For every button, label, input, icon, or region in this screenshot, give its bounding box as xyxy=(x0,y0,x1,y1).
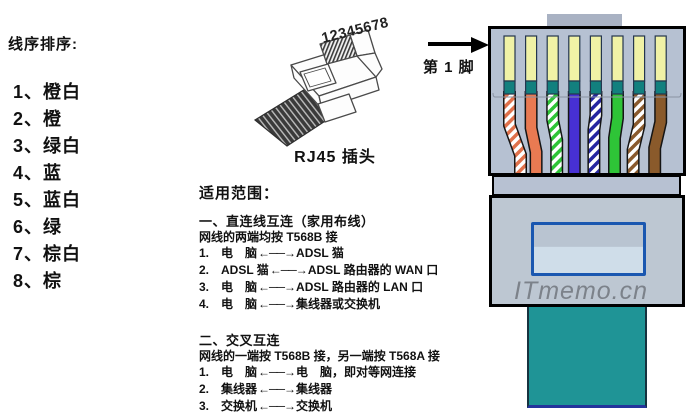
row-left: 电 脑 xyxy=(221,280,258,294)
wire-pin3 xyxy=(547,91,562,173)
pins-wires-svg xyxy=(492,35,682,173)
usage-row: 2. 集线器←──→集线器 xyxy=(199,381,479,398)
wire-order-panel: 1、橙白 2、橙 3、绿白 4、蓝 5、蓝白 6、绿 7、棕白 8、棕 xyxy=(13,79,81,295)
connector-collar xyxy=(492,175,681,196)
row-right: ADSL 猫 xyxy=(296,246,344,260)
usage-row: 4. 电 脑←──→集线器或交换机 xyxy=(199,296,479,313)
row-left: ADSL 猫 xyxy=(221,263,269,277)
usage-row: 1. 电 脑←──→ADSL 猫 xyxy=(199,245,479,262)
watermark: ITmemo.cn xyxy=(514,277,649,305)
wire-pin2 xyxy=(526,91,542,173)
usage-notes: 适用范围： 一、直连线互连（家用布线） 网线的两端均按 T568B 接 1. 电 … xyxy=(199,182,479,415)
row-num: 4. xyxy=(199,297,210,311)
usage-section-crossover: 二、交叉互连 网线的一端按 T568B 接，另一端按 T568A 接 1. 电 脑… xyxy=(199,333,479,415)
connector-window xyxy=(531,222,646,276)
usage-row: 3. 电 脑←──→ADSL 路由器的 LAN 口 xyxy=(199,279,479,296)
arrow-glyph: ←──→ xyxy=(258,382,296,396)
pin-contact xyxy=(568,80,581,95)
arrow-glyph: ←──→ xyxy=(258,280,296,294)
wire-pin8 xyxy=(649,91,666,173)
row-right: ADSL 路由器的 LAN 口 xyxy=(296,280,424,294)
row-right: 集线器或交换机 xyxy=(296,297,381,311)
row-left: 集线器 xyxy=(221,382,258,396)
plug-pin-area xyxy=(319,34,358,65)
arrow-glyph: ←──→ xyxy=(258,297,296,311)
usage-title: 适用范围： xyxy=(199,185,280,202)
wire-order-item: 8、棕 xyxy=(13,271,63,291)
pin-contact xyxy=(524,80,538,95)
wire-order-item: 4、蓝 xyxy=(13,163,63,183)
wire-order-item: 3、绿白 xyxy=(13,136,82,156)
row-left: 交换机 xyxy=(221,399,258,413)
usage-row: 2. ADSL 猫←──→ADSL 路由器的 WAN 口 xyxy=(199,262,479,279)
wire-order-title: 线序排序: xyxy=(8,36,78,53)
row-right: 电 脑，即对等网连接 xyxy=(296,365,417,379)
pin-contact xyxy=(546,35,559,82)
usage-row: 3. 交换机←──→交换机 xyxy=(199,398,479,415)
wire-pin5 xyxy=(588,91,601,173)
wire-order-item: 1、橙白 xyxy=(13,82,82,102)
plug-caption: RJ45 插头 xyxy=(294,149,376,166)
pin1-arrow xyxy=(428,42,474,46)
row-right: ADSL 路由器的 WAN 口 xyxy=(307,263,439,277)
pin-contact xyxy=(546,80,559,95)
wire-order-item: 2、橙 xyxy=(13,109,63,129)
pin1-arrow-head xyxy=(471,37,489,53)
row-right: 集线器 xyxy=(296,382,333,396)
section-heading: 二、交叉互连 xyxy=(199,333,281,348)
pin-contact xyxy=(654,80,667,95)
pin-contact xyxy=(589,35,603,82)
arrow-glyph: ←──→ xyxy=(258,399,296,413)
pin-contact xyxy=(503,35,516,82)
plug-body xyxy=(290,29,383,123)
wire-order-item: 5、蓝白 xyxy=(13,190,82,210)
pin-contact xyxy=(611,35,624,82)
pin-contact xyxy=(611,80,624,95)
rj45-plug-figure: 12345678 xyxy=(253,15,390,147)
wire-pin1 xyxy=(504,91,526,173)
row-num: 3. xyxy=(199,399,210,413)
row-num: 1. xyxy=(199,365,210,379)
usage-row: 1. 电 脑←──→电 脑，即对等网连接 xyxy=(199,364,479,381)
pin-contact xyxy=(589,80,603,95)
row-left: 电 脑 xyxy=(221,365,258,379)
pin-contact xyxy=(633,80,646,95)
wire-order-item: 7、棕白 xyxy=(13,244,82,264)
usage-section-straight: 一、直连线互连（家用布线） 网线的两端均按 T568B 接 1.电 脑←──→A… xyxy=(199,214,479,313)
row-num: 2. xyxy=(199,263,210,277)
pin-contact xyxy=(503,80,516,95)
cable xyxy=(527,307,647,408)
pin-boundary-line xyxy=(492,92,682,98)
arrow-glyph: ←──→ xyxy=(258,246,296,260)
section-subheading: 网线的一端按 T568B 接，另一端按 T568A 接 xyxy=(199,349,440,363)
wire-pin6 xyxy=(609,91,623,173)
connector-head xyxy=(488,26,686,176)
pin-contact xyxy=(524,35,538,82)
pin-contact xyxy=(568,35,581,82)
pin-contact xyxy=(633,35,646,82)
row-num: 3. xyxy=(199,280,210,294)
pin1-label: 第 1 脚 xyxy=(423,59,475,76)
row-left: 电 脑 xyxy=(221,297,258,311)
row-left: 电 脑 xyxy=(221,246,258,260)
section-heading: 一、直连线互连（家用布线） xyxy=(199,214,375,229)
arrow-glyph: ←──→ xyxy=(258,365,296,379)
wire-pin7 xyxy=(628,91,645,173)
row-num: 1. xyxy=(199,246,210,260)
pin-contact xyxy=(654,35,667,82)
row-right: 交换机 xyxy=(296,399,333,413)
arrow-glyph: ←──→ xyxy=(269,263,308,277)
wire-order-item: 6、绿 xyxy=(13,217,63,237)
connector-body xyxy=(489,195,685,307)
section-subheading: 网线的两端均按 T568B 接 xyxy=(199,230,338,244)
row-num: 2. xyxy=(199,382,210,396)
